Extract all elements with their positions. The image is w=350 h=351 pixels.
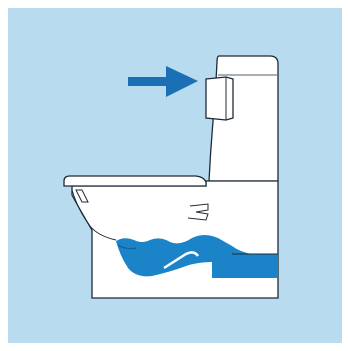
- arrow-shape: [128, 66, 198, 97]
- flush-handle-icon: [205, 76, 234, 121]
- toilet-icon: [63, 55, 279, 299]
- water-swirl: [163, 251, 200, 270]
- bowl-inner-rim: [71, 189, 117, 241]
- jet-inlet: [187, 203, 209, 221]
- flush-handle: [205, 76, 234, 121]
- toilet-base: [71, 180, 279, 299]
- arrow-right-icon: [128, 66, 198, 97]
- toilet-seat: [63, 175, 207, 187]
- water-swirl-2: [117, 244, 137, 250]
- rim-lip: [75, 189, 89, 203]
